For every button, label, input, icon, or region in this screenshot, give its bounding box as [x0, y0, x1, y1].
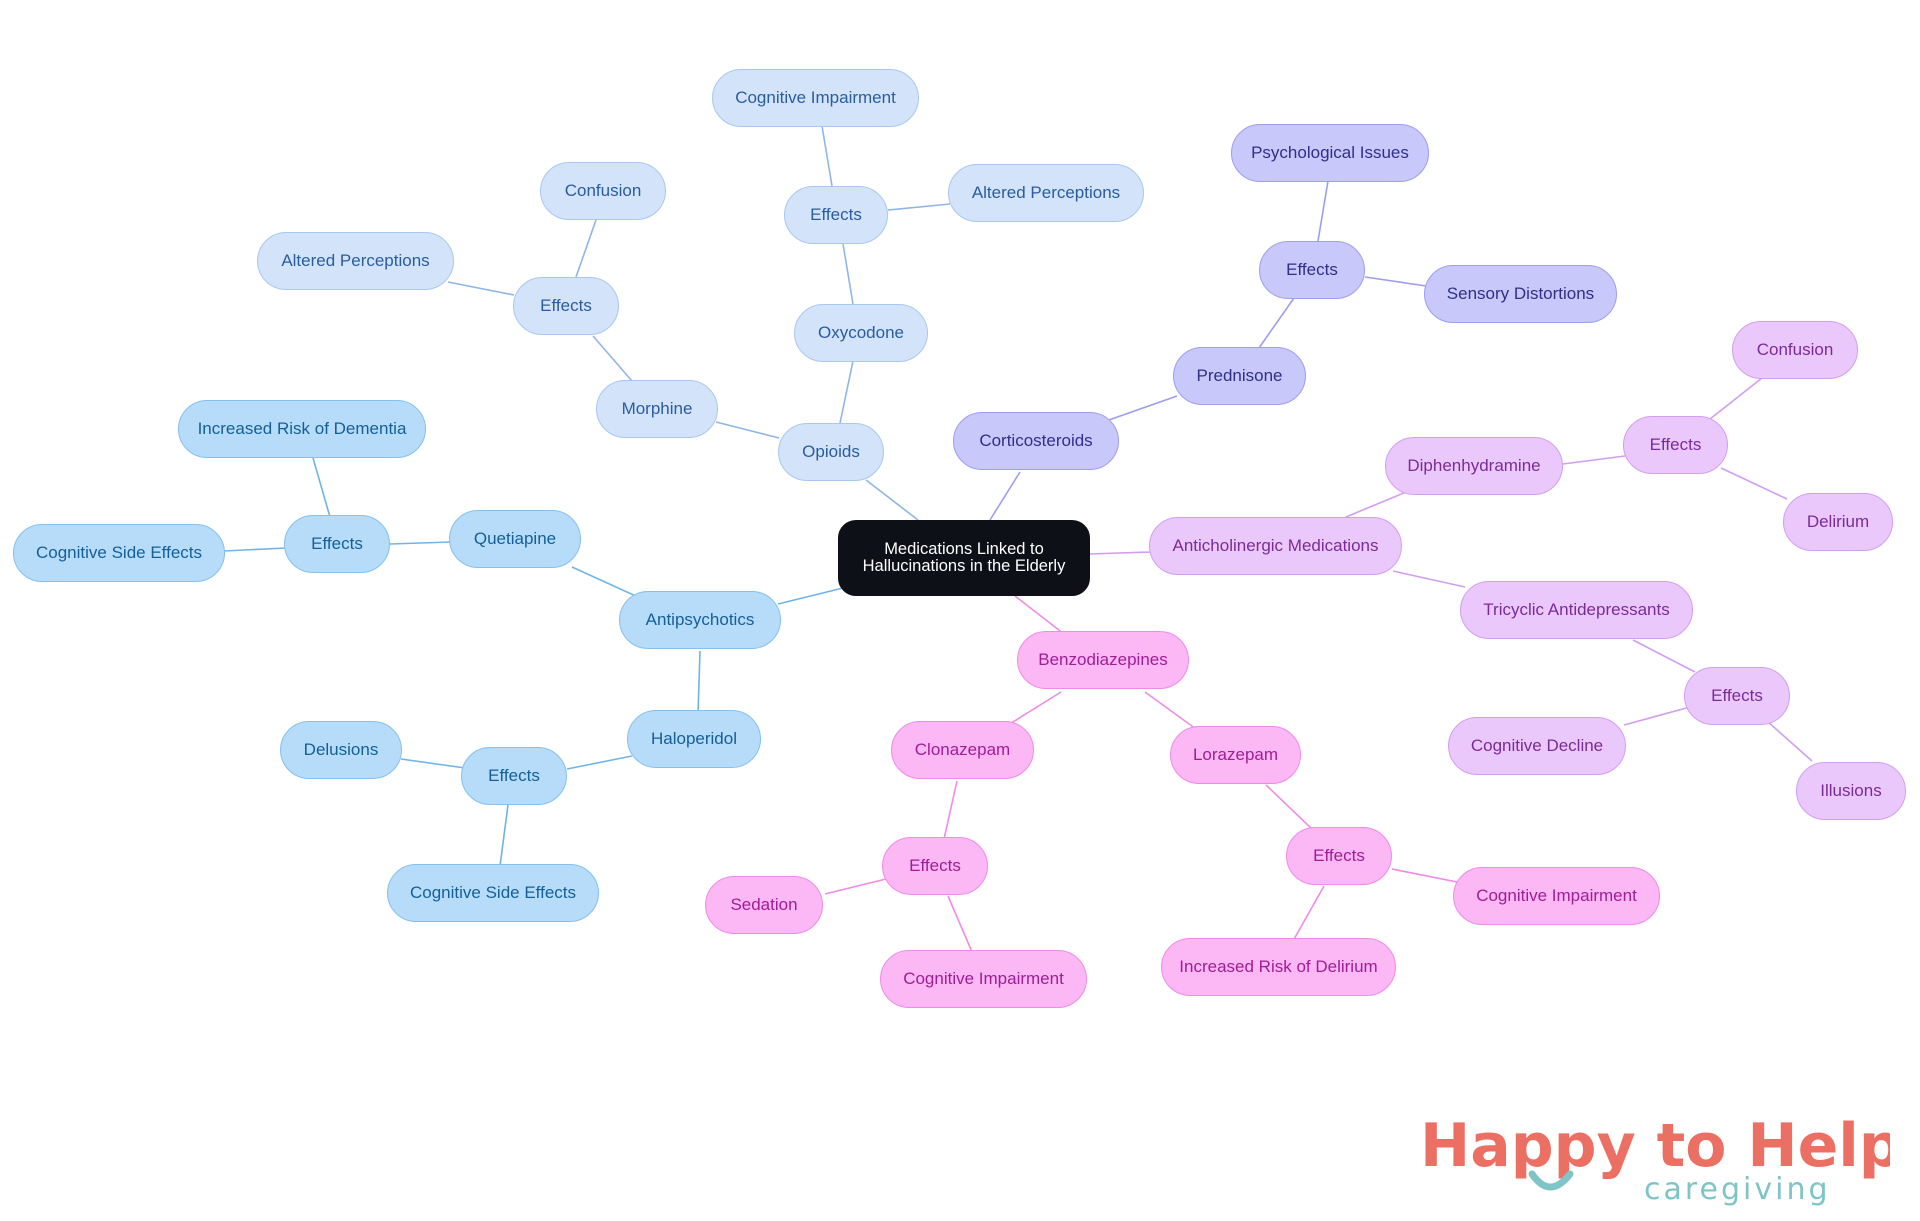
- edge-root-corticosteroids: [989, 471, 1021, 521]
- edge-diphen-effects-delirium: [1720, 467, 1788, 500]
- node-clonazepam[interactable]: Clonazepam: [891, 721, 1034, 779]
- edge-antipsy-haloperidol: [697, 650, 701, 715]
- edge-oxy-effects-cognitive: [821, 125, 833, 187]
- node-tricyclic-effects[interactable]: Effects: [1684, 667, 1790, 725]
- edge-morphine-effects: [592, 335, 633, 382]
- node-oxycodone-cognitive-impairment[interactable]: Cognitive Impairment: [712, 69, 919, 127]
- node-lorazepam[interactable]: Lorazepam: [1170, 726, 1301, 784]
- node-prednisone[interactable]: Prednisone: [1173, 347, 1306, 405]
- node-tricyclic-antidepressants[interactable]: Tricyclic Antidepressants: [1460, 581, 1693, 639]
- node-prednisone-sensory-distortions[interactable]: Sensory Distortions: [1424, 265, 1617, 323]
- node-quetiapine-cognitive-side-effects[interactable]: Cognitive Side Effects: [13, 524, 225, 582]
- edge-tri-effects-illusions: [1766, 720, 1813, 762]
- edge-quet-effects-dementia: [312, 457, 331, 518]
- node-quetiapine-dementia-risk[interactable]: Increased Risk of Dementia: [178, 400, 426, 458]
- node-quetiapine[interactable]: Quetiapine: [449, 510, 581, 568]
- edge-halo-effects-delusions: [400, 758, 466, 769]
- edge-quet-effects-cognitive: [223, 547, 287, 552]
- edge-haloperidol-effects: [566, 755, 633, 770]
- node-lorazepam-cognitive-impairment[interactable]: Cognitive Impairment: [1453, 867, 1660, 925]
- edge-diphen-effects-confusion: [1709, 377, 1763, 420]
- node-haloperidol-cognitive-side-effects[interactable]: Cognitive Side Effects: [387, 864, 599, 922]
- edge-oxycodone-effects: [842, 243, 854, 305]
- edge-oxy-effects-altered: [887, 203, 951, 211]
- edge-tri-effects-decline: [1623, 706, 1691, 726]
- node-diphenhydramine[interactable]: Diphenhydramine: [1385, 437, 1563, 495]
- node-haloperidol-delusions[interactable]: Delusions: [280, 721, 402, 779]
- node-morphine-altered-perceptions[interactable]: Altered Perceptions: [257, 232, 454, 290]
- edge-root-opioids: [865, 479, 919, 521]
- node-antipsychotics[interactable]: Antipsychotics: [619, 591, 781, 649]
- edge-opioids-morphine: [715, 421, 780, 439]
- edge-root-anticholinergic: [1089, 551, 1152, 555]
- edge-clon-effects-sedation: [824, 878, 887, 895]
- edge-quetiapine-effects: [389, 541, 452, 545]
- node-diphenhydramine-confusion[interactable]: Confusion: [1732, 321, 1858, 379]
- node-morphine[interactable]: Morphine: [596, 380, 718, 438]
- edge-morph-effects-confusion: [575, 219, 597, 278]
- node-morphine-confusion[interactable]: Confusion: [540, 162, 666, 220]
- edge-prednisone-effects: [1258, 297, 1295, 349]
- node-diphenhydramine-effects[interactable]: Effects: [1623, 416, 1728, 474]
- node-anticholinergic-medications[interactable]: Anticholinergic Medications: [1149, 517, 1402, 575]
- node-clonazepam-cognitive-impairment[interactable]: Cognitive Impairment: [880, 950, 1087, 1008]
- edge-pred-effects-psych: [1317, 180, 1329, 242]
- node-morphine-effects[interactable]: Effects: [513, 277, 619, 335]
- logo-smile-icon: [1528, 1170, 1574, 1191]
- edge-clon-effects-cognitive: [947, 895, 973, 953]
- edge-lora-effects-delirium: [1292, 885, 1325, 942]
- node-clonazepam-effects[interactable]: Effects: [882, 837, 988, 895]
- edge-antipsy-quetiapine: [571, 566, 641, 599]
- edge-halo-effects-cognitive: [499, 804, 509, 867]
- node-oxycodone-altered-perceptions[interactable]: Altered Perceptions: [948, 164, 1144, 222]
- node-haloperidol-effects[interactable]: Effects: [461, 747, 567, 805]
- happy-to-help-logo: Happy to Help caregiving: [1420, 1106, 1902, 1216]
- node-diphenhydramine-delirium[interactable]: Delirium: [1783, 493, 1893, 551]
- edge-antichol-tricyclic: [1392, 570, 1466, 588]
- node-oxycodone[interactable]: Oxycodone: [794, 304, 928, 362]
- edge-tricyclic-effects: [1632, 639, 1696, 673]
- node-lorazepam-delirium-risk[interactable]: Increased Risk of Delirium: [1161, 938, 1396, 996]
- edge-cortico-prednisone: [1105, 395, 1178, 422]
- edge-diphen-effects: [1562, 455, 1626, 465]
- edge-lora-effects-cognitive: [1391, 868, 1458, 883]
- edge-benzo-lorazepam: [1144, 691, 1197, 730]
- node-oxycodone-effects[interactable]: Effects: [784, 186, 888, 244]
- node-corticosteroids[interactable]: Corticosteroids: [953, 412, 1119, 470]
- node-quetiapine-effects[interactable]: Effects: [284, 515, 390, 573]
- node-haloperidol[interactable]: Haloperidol: [627, 710, 761, 768]
- node-lorazepam-effects[interactable]: Effects: [1286, 827, 1392, 885]
- edge-pred-effects-sensory: [1364, 276, 1427, 287]
- node-prednisone-psychological-issues[interactable]: Psychological Issues: [1231, 124, 1429, 182]
- logo-tagline: caregiving: [1644, 1172, 1831, 1207]
- root-node[interactable]: Medications Linked to Hallucinations in …: [838, 520, 1090, 596]
- edge-root-antipsychotics: [777, 587, 844, 605]
- node-benzodiazepines[interactable]: Benzodiazepines: [1017, 631, 1189, 689]
- node-tricyclic-illusions[interactable]: Illusions: [1796, 762, 1906, 820]
- node-tricyclic-cognitive-decline[interactable]: Cognitive Decline: [1448, 717, 1626, 775]
- node-opioids[interactable]: Opioids: [778, 423, 884, 481]
- node-prednisone-effects[interactable]: Effects: [1259, 241, 1365, 299]
- node-clonazepam-sedation[interactable]: Sedation: [705, 876, 823, 934]
- edge-morph-effects-altered: [447, 281, 515, 296]
- edge-antichol-diphenhydramine: [1345, 491, 1407, 518]
- edge-clonazepam-effects: [943, 780, 958, 840]
- edge-lorazepam-effects: [1265, 784, 1314, 831]
- edge-root-benzodiazepines: [1014, 595, 1065, 635]
- logo-wordmark: Happy to Help: [1420, 1111, 1890, 1181]
- edge-benzo-clonazepam: [1007, 691, 1062, 726]
- edge-opioids-oxycodone: [839, 360, 854, 424]
